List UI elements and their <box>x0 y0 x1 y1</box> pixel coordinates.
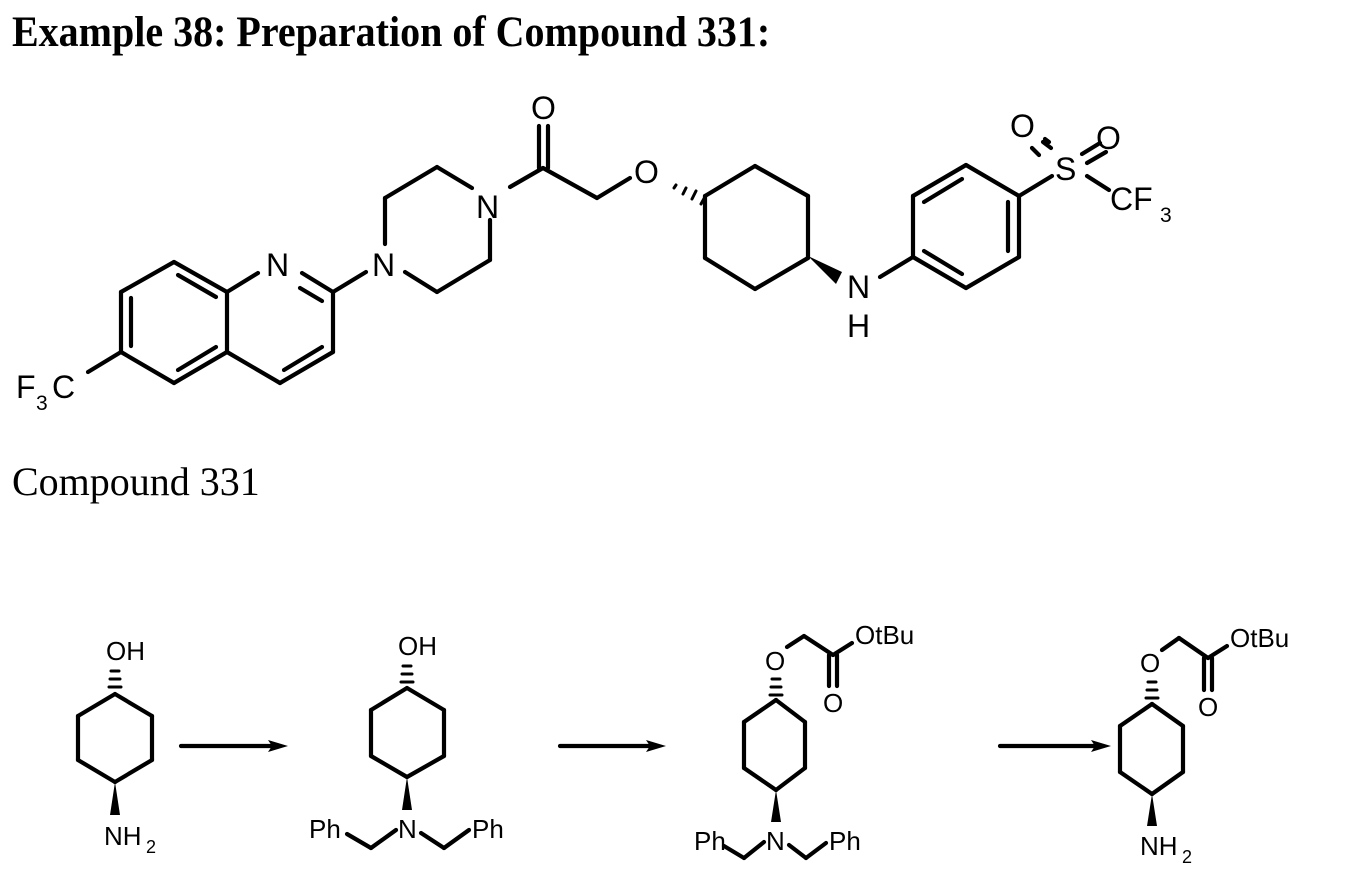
scheme-compound-3: O OtBu O N Ph Ph <box>694 620 914 861</box>
m2-ph-right: Ph <box>472 814 504 844</box>
scheme-compound-2: OH N Ph Ph <box>309 631 504 851</box>
m3-ph-right: Ph <box>829 826 861 856</box>
m3-otbu-label: OtBu <box>855 620 914 650</box>
m3-ether-o: O <box>765 646 785 676</box>
ether-o-label: O <box>634 154 659 190</box>
m1-oh-label: OH <box>106 636 145 666</box>
m4-ether-o: O <box>1140 648 1160 678</box>
m2-bold-wedge <box>402 777 412 810</box>
m4-bold-wedge <box>1147 794 1157 826</box>
sulfonyl-s-label: S <box>1055 151 1076 187</box>
sulfonyl-o1-label: O <box>1010 108 1035 144</box>
m4-otbu-label: OtBu <box>1230 623 1289 653</box>
page-title: Example 38: Preparation of Compound 331: <box>12 7 771 56</box>
m2-oh-label: OH <box>398 631 437 661</box>
carbonyl-o-label: O <box>531 90 556 126</box>
m3-ph-left: Ph <box>694 826 726 856</box>
compound-331-structure: N F 3 C N N O O <box>16 90 1172 415</box>
quinoline-n-label: N <box>266 247 289 283</box>
m1-bold-wedge <box>110 782 120 815</box>
amine-n-label: N <box>847 269 870 305</box>
benzene-ring <box>910 162 1022 291</box>
m2-hashed-wedge <box>399 664 415 684</box>
cf3-left-sub: 3 <box>36 392 48 415</box>
sulfonyl-o2-label: O <box>1096 120 1121 156</box>
m3-bold-wedge <box>771 790 781 822</box>
cf3-left-c: C <box>52 369 75 405</box>
m4-carbonyl-o: O <box>1198 692 1218 722</box>
m3-hashed-wedge <box>768 677 784 697</box>
amine-h-label: H <box>847 308 870 344</box>
m1-nh-sub: 2 <box>146 837 156 857</box>
m2-n-label: N <box>398 814 417 844</box>
m1-nh-label: NH <box>104 821 142 851</box>
quinoline-pyridine-ring <box>224 270 336 386</box>
m4-nh-label: NH <box>1140 831 1178 861</box>
m4-hashed-wedge <box>1144 680 1160 700</box>
cf3-right-sub: 3 <box>1160 204 1172 227</box>
scheme-compound-4: O OtBu O NH 2 <box>1117 623 1289 867</box>
m1-hashed-wedge <box>107 669 123 689</box>
piperazine-n1-label: N <box>476 189 499 225</box>
m3-carbonyl-o: O <box>823 688 843 718</box>
cf3-right-c: CF <box>1110 181 1153 217</box>
reaction-arrow-1 <box>178 740 288 752</box>
compound-caption: Compound 331 <box>12 459 260 504</box>
m4-nh-sub: 2 <box>1182 847 1192 867</box>
bold-wedge-bond <box>808 256 842 284</box>
cf3-left-f: F <box>16 369 36 405</box>
piperazine-n4-label: N <box>372 247 395 283</box>
scheme-compound-1: OH NH 2 <box>75 636 156 857</box>
reaction-arrow-3 <box>997 740 1111 752</box>
m3-n-label: N <box>766 826 785 856</box>
reaction-arrow-2 <box>557 740 666 752</box>
quinoline-benzo-ring <box>118 259 230 386</box>
hashed-wedge-bond <box>672 183 708 206</box>
cyclohexane-ring <box>702 163 811 292</box>
m2-ph-left: Ph <box>309 814 341 844</box>
piperazine-ring <box>382 164 493 295</box>
